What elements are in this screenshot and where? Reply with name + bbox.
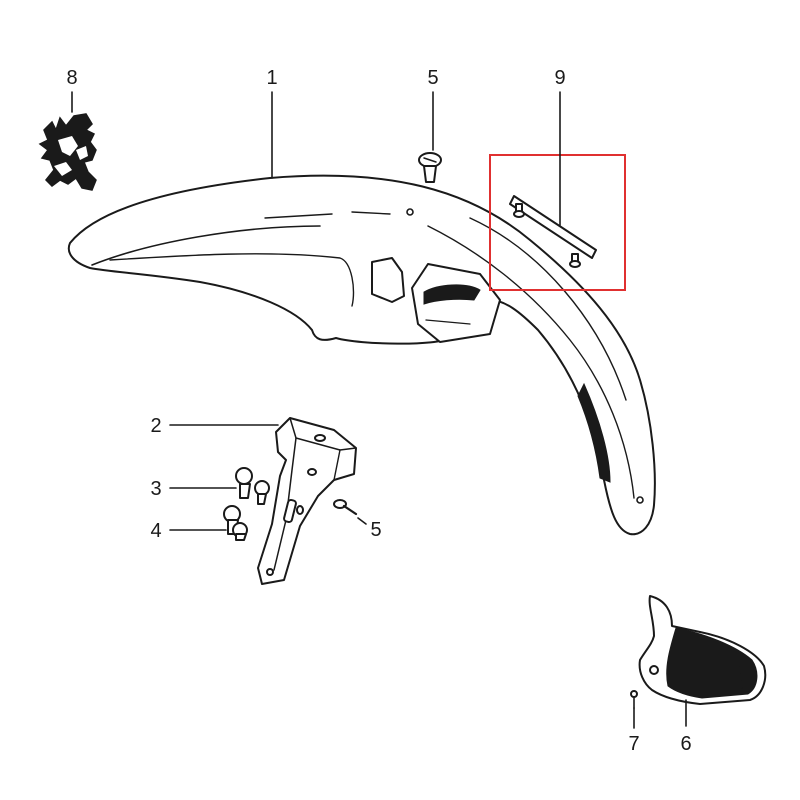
screw-top (418, 152, 442, 183)
callout-4: 4 (150, 520, 161, 542)
callout-6: 6 (680, 733, 691, 755)
tiny-screw (630, 690, 638, 709)
bolt-set-4 (223, 505, 248, 541)
callout-7: 7 (628, 733, 639, 755)
callout-1: 1 (266, 67, 277, 89)
leader-lines (71, 91, 687, 729)
callout-numbers: 8 1 5 9 2 3 4 5 6 7 (66, 67, 691, 755)
callout-8: 8 (66, 67, 77, 89)
bolt-set-3 (235, 467, 270, 505)
lion-emblem (38, 113, 97, 191)
highlight-box (489, 154, 626, 291)
clip-strip-part (509, 195, 597, 268)
callout-5-mid: 5 (370, 519, 381, 541)
callout-5-top: 5 (427, 67, 438, 89)
screw-middle (333, 499, 358, 516)
callout-3: 3 (150, 478, 161, 500)
mudflap (638, 595, 767, 705)
callout-2: 2 (150, 415, 161, 437)
callout-9: 9 (554, 67, 565, 89)
mounting-bracket (257, 417, 357, 585)
leader-5-mid (357, 517, 367, 525)
front-mudguard (67, 174, 656, 536)
